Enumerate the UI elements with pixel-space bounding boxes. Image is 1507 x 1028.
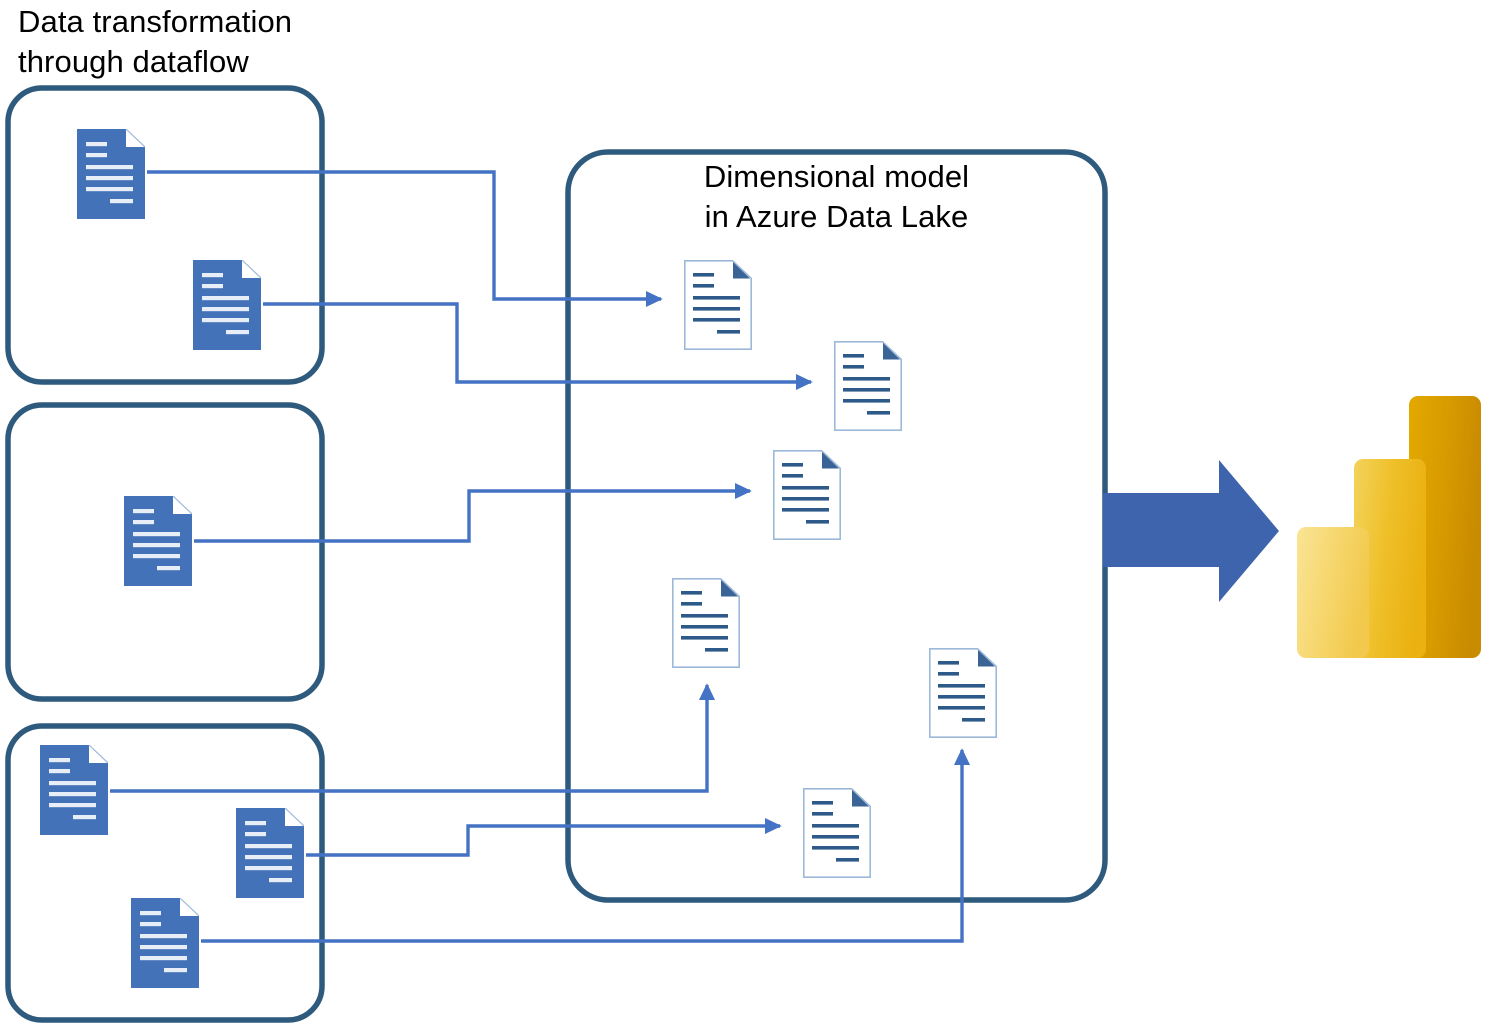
- target-doc-1[interactable]: [684, 260, 752, 350]
- source-doc-6[interactable]: [131, 898, 199, 988]
- source-group-bottom[interactable]: [5, 723, 325, 1023]
- target-doc-5[interactable]: [803, 788, 871, 878]
- source-doc-3[interactable]: [124, 496, 192, 586]
- target-doc-3[interactable]: [773, 450, 841, 540]
- power-bi-logo: [1297, 396, 1481, 658]
- connector-source2-to-target2: [263, 302, 813, 391]
- target-doc-2[interactable]: [834, 341, 902, 431]
- target-doc-6[interactable]: [929, 648, 997, 738]
- target-documents: [672, 260, 997, 878]
- power-bi-back-bar: [1409, 396, 1481, 658]
- source-doc-4[interactable]: [40, 745, 108, 835]
- source-doc-5[interactable]: [236, 808, 304, 898]
- source-doc-2[interactable]: [193, 260, 261, 350]
- connector-source3-to-target3: [194, 482, 752, 543]
- source-doc-1[interactable]: [77, 129, 145, 219]
- power-bi-middle-bar: [1354, 459, 1426, 658]
- connectors: [110, 170, 971, 943]
- connector-source4-to-target4: [110, 683, 716, 793]
- target-doc-4[interactable]: [672, 578, 740, 668]
- big-right-arrow: [1103, 460, 1279, 602]
- source-documents: [40, 129, 304, 988]
- connector-source5-to-target5: [306, 817, 782, 857]
- source-group-top[interactable]: [5, 85, 325, 385]
- caption-data-transformation: Data transformation through dataflow: [18, 4, 293, 79]
- caption-dimensional-model: Dimensional model in Azure Data Lake: [703, 159, 970, 234]
- source-groups: [5, 85, 325, 1023]
- power-bi-front-bar: [1297, 527, 1369, 658]
- connector-source6-to-target6: [201, 748, 971, 943]
- connector-source1-to-target1: [147, 170, 663, 308]
- source-group-middle[interactable]: [5, 402, 325, 702]
